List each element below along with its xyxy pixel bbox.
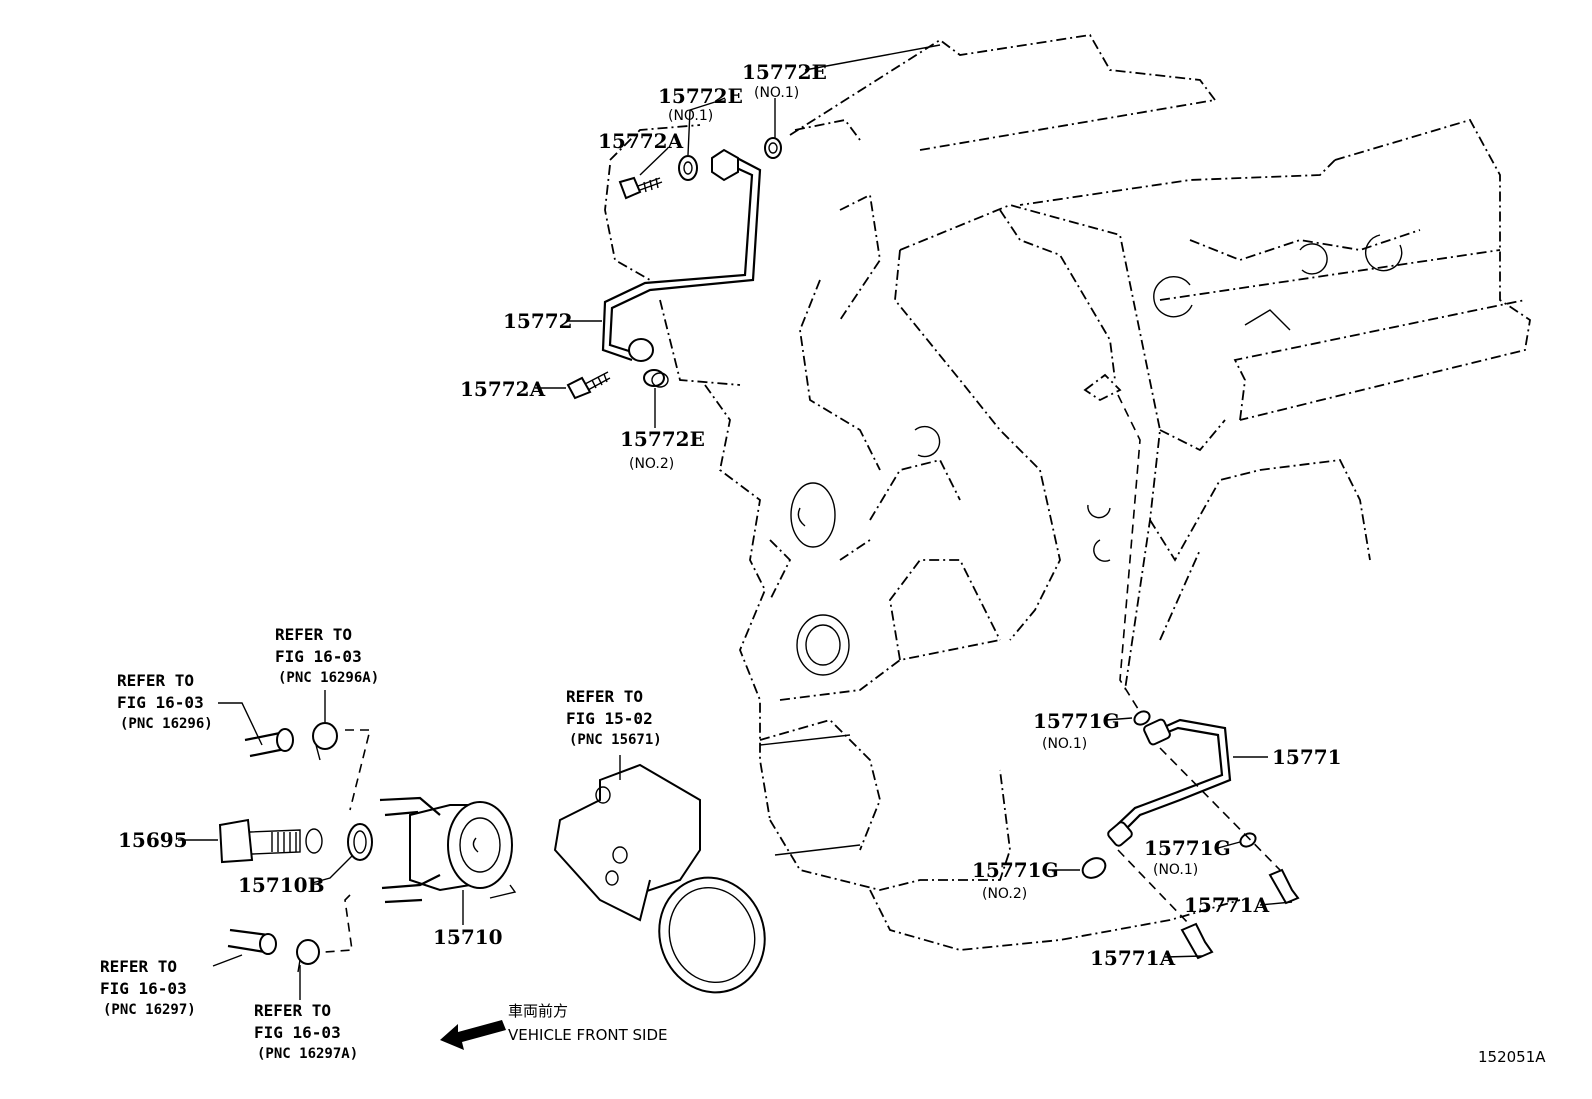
label-15771A-a: 15771A: [1184, 893, 1270, 917]
label-15771G-no1-b: 15771G: [1144, 836, 1231, 860]
ref-15671-line2: FIG 15-02: [566, 709, 653, 728]
label-15771G-no1-a: 15771G: [1033, 709, 1120, 733]
ref-15671: REFER TO FIG 15-02 (PNC 15671): [566, 687, 662, 748]
ref-16297-line3: (PNC 16297): [103, 1002, 196, 1018]
label-15771G-no2: 15771G: [972, 858, 1059, 882]
label-15771G-no1-b-sub: (NO.1): [1153, 862, 1198, 878]
ref-16297A-line2: FIG 16-03: [254, 1023, 341, 1042]
label-15772A-upper: 15772A: [598, 129, 684, 153]
label-15695: 15695: [118, 828, 188, 852]
ref-16296-line2: FIG 16-03: [117, 693, 204, 712]
oil-pipe-15771: [1081, 394, 1300, 960]
bolt-15772A-lower: [566, 371, 611, 400]
ref-15671-line3: (PNC 15671): [569, 732, 662, 748]
ref-16296-line1: REFER TO: [117, 671, 194, 690]
vehicle-front-jp: 車両前方: [508, 1002, 568, 1020]
ref-16297: REFER TO FIG 16-03 (PNC 16297): [100, 957, 196, 1018]
ref-16297A-line1: REFER TO: [254, 1001, 331, 1020]
ref-16297-line2: FIG 16-03: [100, 979, 187, 998]
ref-16296A-line1: REFER TO: [275, 625, 352, 644]
ref-16296-line3: (PNC 16296): [120, 716, 213, 732]
ref-16297A-line3: (PNC 16297A): [257, 1046, 358, 1062]
ref-15671-line1: REFER TO: [566, 687, 643, 706]
label-15771G-no1-a-sub: (NO.1): [1042, 736, 1087, 752]
gasket-15772E-mid: [678, 155, 698, 181]
label-15772: 15772: [503, 309, 573, 333]
label-15772E-no2-sub: (NO.2): [629, 456, 674, 472]
label-15771: 15771: [1272, 745, 1342, 769]
vehicle-front-en: VEHICLE FRONT SIDE: [508, 1026, 668, 1044]
label-15772E-no1-top-sub: (NO.1): [754, 85, 799, 101]
gasket-15772E-low: [643, 369, 669, 388]
label-15772E-no1-mid-sub: (NO.1): [668, 108, 713, 124]
ref-16297A: REFER TO FIG 16-03 (PNC 16297A): [254, 1001, 358, 1062]
label-15772A-lower: 15772A: [460, 377, 546, 401]
bolt-15772A-upper: [618, 176, 663, 200]
oil-pipe-15772: [601, 148, 762, 362]
engine-outline: [604, 34, 1531, 951]
gasket-15772E-top: [764, 137, 782, 159]
label-15771G-no2-sub: (NO.2): [982, 886, 1027, 902]
label-15710B: 15710B: [238, 873, 324, 897]
label-15772E-no1-mid: 15772E: [658, 84, 743, 108]
label-15771A-b: 15771A: [1090, 946, 1176, 970]
ref-16296A: REFER TO FIG 16-03 (PNC 16296A): [275, 625, 379, 686]
label-15772E-no1-top: 15772E: [742, 60, 827, 84]
engine-details: [759, 234, 1403, 856]
vehicle-front-arrow: [440, 1020, 506, 1050]
leader-lines: [178, 44, 1293, 1000]
ref-16297-line1: REFER TO: [100, 957, 177, 976]
label-15772E-no2: 15772E: [620, 427, 705, 451]
ref-16296: REFER TO FIG 16-03 (PNC 16296): [117, 671, 213, 732]
figure-code: 152051A: [1478, 1048, 1546, 1066]
ref-16296A-line3: (PNC 16296A): [278, 670, 379, 686]
ref-16296A-line2: FIG 16-03: [275, 647, 362, 666]
label-15710: 15710: [433, 925, 503, 949]
oil-cooler-parts: [218, 722, 766, 994]
